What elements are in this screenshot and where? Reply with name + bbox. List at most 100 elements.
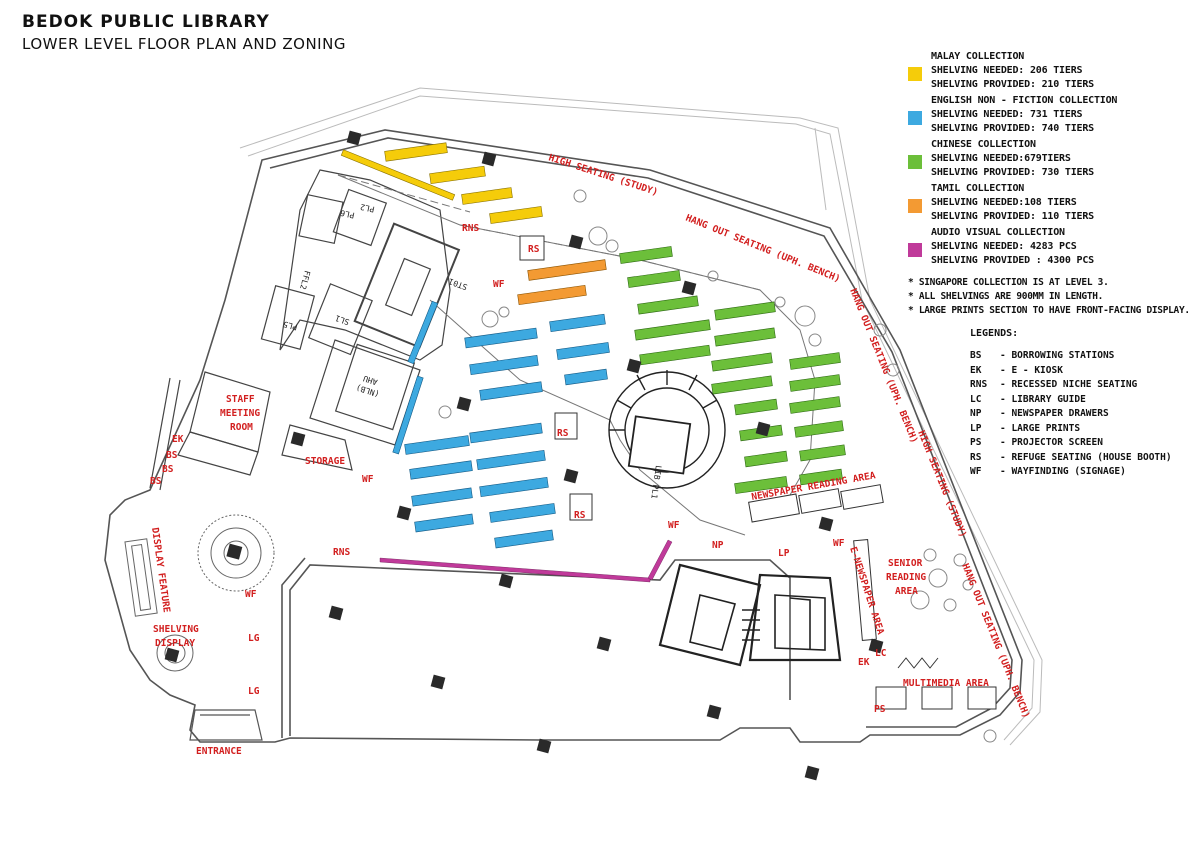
legend-description: - REFUGE SEATING (HOUSE BOOTH) (1000, 451, 1172, 463)
label-bs-1: BS (166, 450, 178, 461)
pl5-label: PL5 (282, 319, 298, 331)
pl6-label: PL6 (339, 208, 355, 220)
legend-description: - BORROWING STATIONS (1000, 350, 1115, 361)
label-rs-3: RS (574, 510, 586, 521)
plan-title: BEDOK PUBLIC LIBRARY (22, 12, 270, 32)
label-multimedia: MULTIMEDIA AREA (903, 678, 989, 689)
label-shelving-1: SHELVING (153, 624, 199, 635)
label-rs-1: RS (528, 244, 540, 255)
legend-description: - E - KIOSK (1000, 364, 1063, 376)
legend-code: WF (970, 466, 982, 477)
legend-description: - NEWSPAPER DRAWERS (1000, 408, 1109, 419)
service-core (149, 169, 461, 491)
label-staff-3: ROOM (230, 422, 253, 433)
lib-pl1-label: LIB PL1 (649, 465, 663, 500)
shelving-tamil (517, 259, 607, 306)
label-bs-3: BS (150, 476, 162, 487)
collection-needed: SHELVING NEEDED: 731 TIERS (931, 109, 1083, 120)
label-ps: PS (874, 704, 886, 715)
note: * ALL SHELVINGS ARE 900MM IN LENGTH. (908, 291, 1104, 302)
collection-name: TAMIL COLLECTION (931, 183, 1025, 194)
notes: * SINGAPORE COLLECTION IS AT LEVEL 3. * … (908, 276, 1193, 318)
title-block: BEDOK PUBLIC LIBRARY LOWER LEVEL FLOOR P… (22, 12, 346, 53)
label-senior-1: SENIOR (888, 558, 923, 569)
collection-needed: SHELVING NEEDED:108 TIERS (931, 197, 1077, 208)
legend-description: - WAYFINDING (SIGNAGE) (1000, 466, 1126, 477)
label-rns-1: RNS (462, 223, 479, 234)
furniture-circles (438, 189, 997, 743)
label-lc: LC (875, 648, 887, 659)
malay-swatch (908, 67, 922, 81)
multimedia-screen-zigzag (897, 657, 939, 669)
note: * LARGE PRINTS SECTION TO HAVE FRONT-FAC… (908, 305, 1190, 316)
label-lg-1: LG (248, 633, 260, 644)
legend-code: BS (970, 350, 982, 361)
label-wf-3: WF (668, 520, 680, 531)
collection-chinese: CHINESE COLLECTION SHELVING NEEDED:679TI… (908, 138, 1193, 180)
sl1-label: SL1 (334, 313, 351, 326)
structural-columns (164, 130, 884, 781)
label-rns-2: RNS (333, 547, 350, 558)
collection-provided: SHELVING PROVIDED: 210 TIERS (931, 79, 1094, 90)
legend-code: RNS (970, 379, 988, 390)
legend-code: EK (970, 364, 982, 376)
label-wf-2: WF (362, 474, 374, 485)
entrance-canopy (189, 709, 263, 741)
legend-row: PS- PROJECTOR SCREEN (970, 436, 1193, 451)
spiral-staircase (608, 370, 726, 489)
plan-subtitle: LOWER LEVEL FLOOR PLAN AND ZONING (22, 35, 346, 53)
legend-row: NP - NEWSPAPER DRAWERS (970, 407, 1193, 422)
collection-audio-visual: AUDIO VISUAL COLLECTION SHELVING NEEDED:… (908, 226, 1193, 268)
collection-needed: SHELVING NEEDED: 4283 PCS (931, 241, 1077, 252)
label-high-seating-top: HIGH SEATING (STUDY) (547, 152, 659, 198)
shelving-audio-visual (379, 539, 673, 583)
legend-description: - LARGE PRINTS (1000, 422, 1081, 434)
legend-row: RNS- RECESSED NICHE SEATING (970, 378, 1193, 393)
display-features (124, 514, 275, 672)
label-wf-4: WF (833, 538, 845, 549)
label-staff-1: STAFF (226, 394, 255, 405)
collection-name: MALAY COLLECTION (931, 51, 1025, 62)
tables (519, 235, 997, 710)
shelving-malay (340, 142, 543, 224)
label-wf-1: WF (493, 279, 505, 290)
tamil-swatch (908, 199, 922, 213)
legend-code: RS (970, 451, 982, 463)
legend-panel: MALAY COLLECTION SHELVING NEEDED: 206 TI… (908, 50, 1193, 480)
pl2-label: PL2 (359, 202, 375, 214)
shelving-chinese (619, 246, 846, 494)
label-senior-3: AREA (895, 586, 918, 597)
collection-needed: SHELVING NEEDED:679TIERS (931, 153, 1071, 164)
label-lg-2: LG (248, 686, 260, 697)
collection-malay: MALAY COLLECTION SHELVING NEEDED: 206 TI… (908, 50, 1193, 92)
legend-code: NP (970, 408, 982, 419)
legend-code: PS (970, 437, 982, 448)
lower-stair-cores (658, 563, 842, 667)
label-wf-5: WF (245, 589, 257, 600)
note: * SINGAPORE COLLECTION IS AT LEVEL 3. (908, 277, 1109, 288)
collection-name: CHINESE COLLECTION (931, 139, 1036, 150)
legend-row: LC- LIBRARY GUIDE (970, 393, 1193, 408)
ahu-label: AHU (362, 374, 379, 387)
st01-label: ST01 (447, 276, 468, 291)
legend-row: RS - REFUGE SEATING (HOUSE BOOTH) (970, 451, 1193, 466)
label-shelving-2: DISPLAY (155, 638, 195, 649)
legend-code: LP (970, 422, 982, 434)
label-staff-2: MEETING (220, 408, 260, 419)
legend-description: - LIBRARY GUIDE (1000, 393, 1086, 405)
audio-visual-swatch (908, 243, 922, 257)
label-storage: STORAGE (305, 456, 345, 467)
shelving-english (392, 300, 610, 549)
label-ek-2: EK (858, 657, 870, 668)
site-boundary (239, 87, 1043, 746)
legends-title: LEGENDS: (970, 328, 1019, 339)
collection-provided: SHELVING PROVIDED: 740 TIERS (931, 123, 1094, 134)
label-rs-2: RS (557, 428, 569, 439)
chinese-swatch (908, 155, 922, 169)
legend-row: EK - E - KIOSK (970, 364, 1193, 379)
label-bs-2: BS (162, 464, 174, 475)
collection-name: AUDIO VISUAL COLLECTION (931, 227, 1065, 238)
legend-row: BS - BORROWING STATIONS (970, 349, 1193, 364)
